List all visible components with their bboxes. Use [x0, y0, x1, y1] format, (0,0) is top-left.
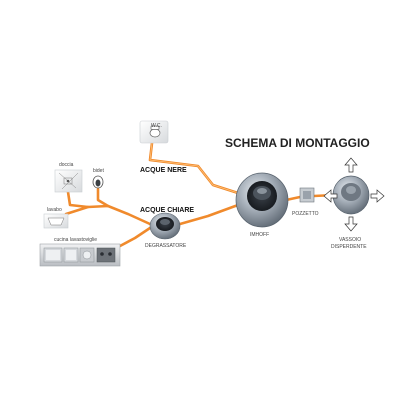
- pipe-network: [64, 141, 336, 248]
- bidet-icon: [92, 175, 104, 189]
- pozzetto-box: POZZETTO: [292, 187, 319, 217]
- diagram-title: SCHEMA DI MONTAGGIO: [225, 136, 370, 150]
- kitchen-fixture: cucina lavastoviglie: [39, 237, 121, 267]
- pozzetto-label: POZZETTO: [292, 211, 319, 217]
- pipe-degrassatore-imhoff: [178, 203, 240, 226]
- toilet-icon: [149, 125, 161, 138]
- degrassatore-tank: DEGRASSATORE: [145, 212, 187, 249]
- pipe-bidet: [96, 187, 110, 208]
- degrassatore-label: DEGRASSATORE: [145, 243, 187, 249]
- bidet-label: bidet: [93, 168, 104, 174]
- kitchen-appliances-icon: [43, 247, 116, 263]
- lavabo-label: lavabo: [47, 207, 62, 213]
- vassoio-disperdente: VASSOIO DISPERDENTE: [323, 157, 385, 250]
- sink-icon: [47, 217, 65, 226]
- vassoio-label-line1: VASSOIO: [339, 237, 361, 243]
- arrow-right-icon: [370, 189, 385, 203]
- imhoff-tank: IMHOFF: [235, 172, 289, 238]
- shower-fixture: doccia: [54, 162, 83, 193]
- doccia-label: doccia: [59, 162, 74, 168]
- arrow-up-icon: [344, 157, 358, 173]
- bidet-fixture: bidet: [92, 168, 104, 189]
- pipe-cucina: [118, 226, 152, 248]
- shower-icon: [58, 172, 79, 190]
- toilet-fixture: W.C.: [139, 120, 169, 144]
- imhoff-label: IMHOFF: [250, 232, 269, 238]
- vassoio-label-line2: DISPERDENTE: [331, 244, 367, 250]
- pipe-lavabo: [64, 204, 152, 226]
- acque-nere-label: ACQUE NERE: [140, 167, 187, 174]
- arrow-left-icon: [323, 189, 338, 203]
- cucina-label: cucina lavastoviglie: [54, 237, 97, 243]
- arrow-down-icon: [344, 216, 358, 232]
- wc-label: W.C.: [151, 123, 162, 129]
- acque-chiare-label: ACQUE CHIARE: [140, 207, 194, 214]
- sink-fixture: lavabo: [43, 207, 69, 229]
- pipe-doccia: [66, 190, 90, 209]
